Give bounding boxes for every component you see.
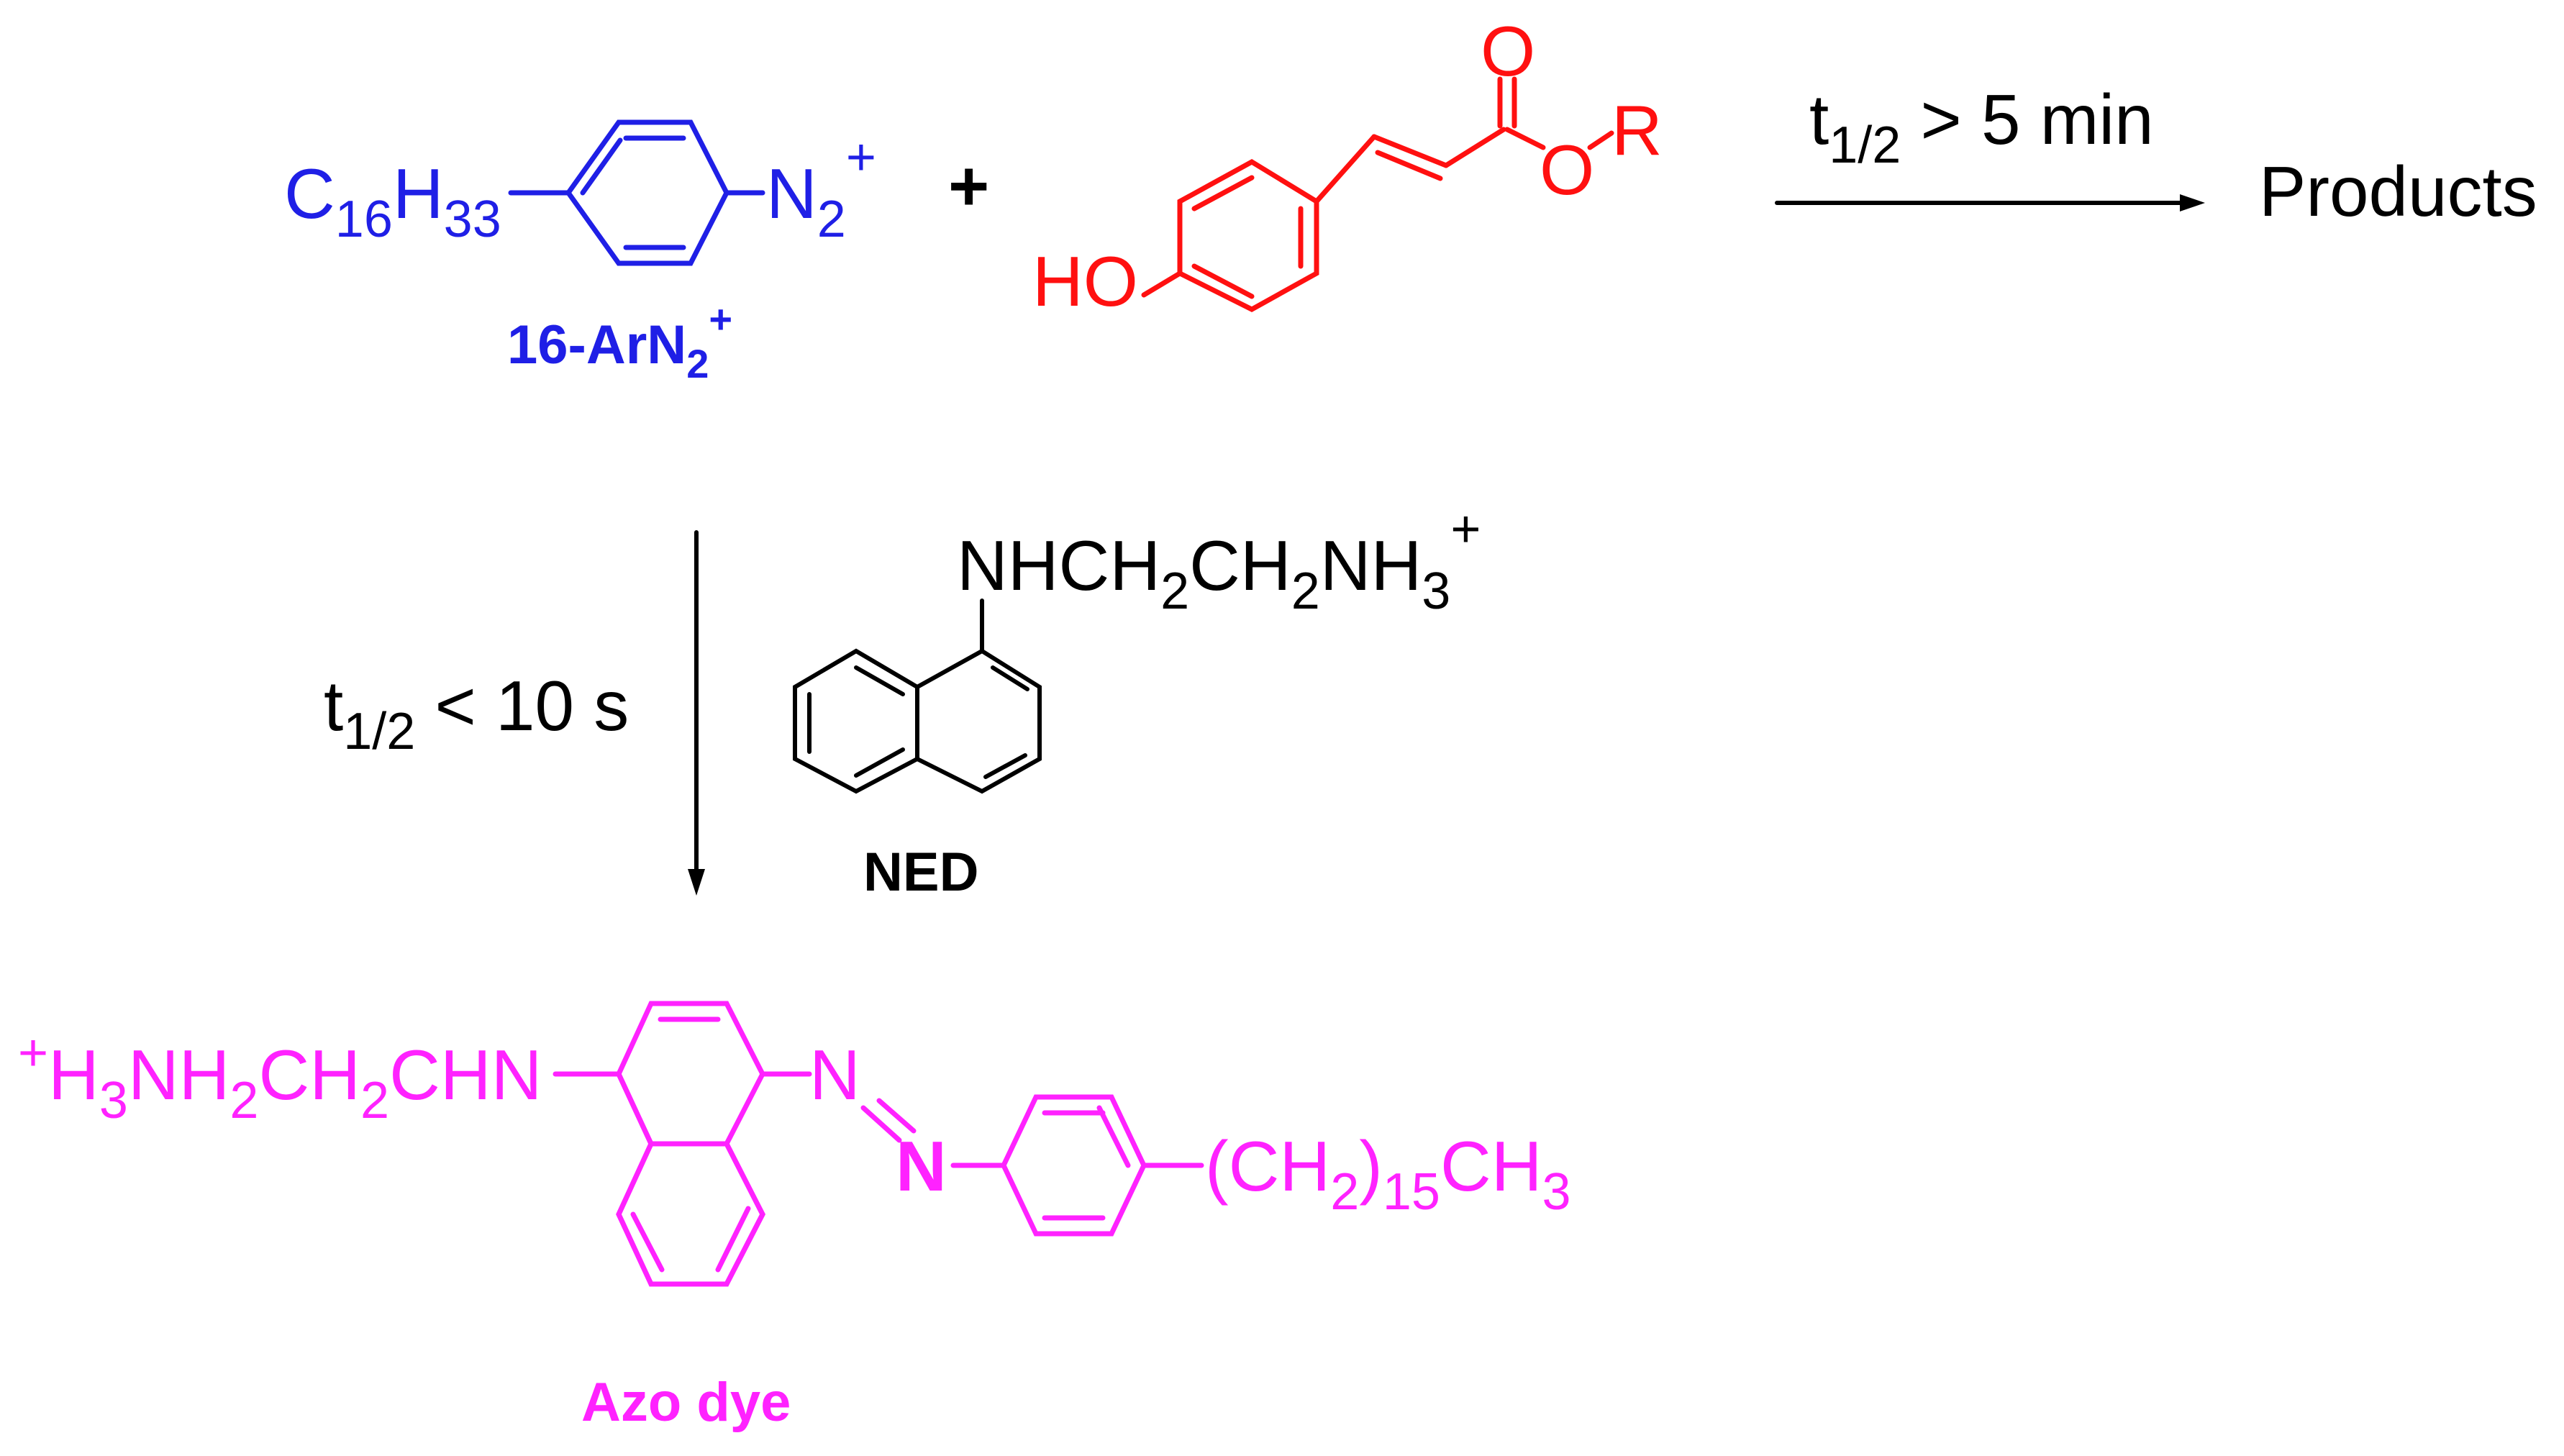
benzene-ring (565, 119, 729, 266)
ring-double-bond (1096, 1105, 1131, 1168)
azo-right-chain: (CH2)15CH3 (1205, 1127, 1571, 1221)
azo-left-chain: +H3NH2CH2CHN (18, 1024, 542, 1129)
top-reaction: t1/2 > 5 min Products (1775, 80, 2537, 231)
ned-label: NED (863, 842, 978, 903)
plus-sign: + (948, 146, 989, 225)
diazonium-group: N2+ (766, 129, 876, 248)
diazonium-molecule: C16H33 N2+ 16-ArN2+ (284, 119, 876, 386)
ring-double-bond (991, 665, 1029, 691)
ring-double-bond (580, 137, 623, 196)
products-label: Products (2259, 152, 2537, 231)
top-arrow-head (2180, 194, 2205, 211)
ned-sidechain: NHCH2CH2NH3+ (957, 501, 1481, 620)
bond-vinyl (1314, 134, 1377, 204)
down-arrow-head (688, 869, 705, 896)
phenyl-ring (1001, 1094, 1147, 1237)
carbonyl-oxygen: O (1481, 12, 1535, 91)
ring-double-bond (715, 1206, 751, 1273)
down-reaction: t1/2 < 10 s (324, 530, 705, 896)
ring-double-bond (1191, 263, 1255, 299)
azo-n-top: N (809, 1035, 860, 1114)
bond-azo (860, 1105, 902, 1143)
bond-azo-double (876, 1098, 917, 1134)
bond-vinyl-double-inner (1375, 150, 1443, 181)
ring-double-bond (630, 1211, 665, 1273)
ring-double-bond (854, 747, 905, 778)
ring-double-bond (854, 665, 905, 696)
ring-double-bond (1191, 175, 1255, 211)
top-arrow-condition: t1/2 > 5 min (1809, 80, 2154, 174)
naphthalene-left-ring (793, 648, 919, 794)
bond-ring-oh (1141, 270, 1183, 298)
bond-vinyl-double (1371, 134, 1449, 168)
r-group: R (1611, 91, 1663, 170)
diazonium-label: 16-ArN2+ (507, 296, 732, 386)
phenol-ring (1177, 158, 1319, 312)
down-arrow-condition: t1/2 < 10 s (324, 666, 629, 760)
ether-oxygen: O (1540, 130, 1594, 209)
diazonium-chain-formula: C16H33 (284, 154, 501, 248)
ester-molecule: HO O O R (1032, 12, 1663, 321)
bond-ester-o (1504, 127, 1546, 150)
ned-molecule: NHCH2CH2NH3+ NED (793, 501, 1481, 903)
azo-dye-molecule: +H3NH2CH2CHN N N (CH2)15CH3 Azo dye (18, 1001, 1571, 1433)
bond-o-r (1587, 130, 1614, 150)
naphthalene-bottom-ring (616, 1141, 765, 1287)
azo-dye-label: Azo dye (581, 1372, 791, 1433)
ring-double-bond (983, 753, 1027, 779)
hydroxyl-group: HO (1032, 242, 1138, 321)
azo-n-bottom: N (896, 1127, 947, 1206)
bond-carbonyl-c (1443, 127, 1506, 168)
naphthalene-right-ring (915, 648, 1042, 794)
